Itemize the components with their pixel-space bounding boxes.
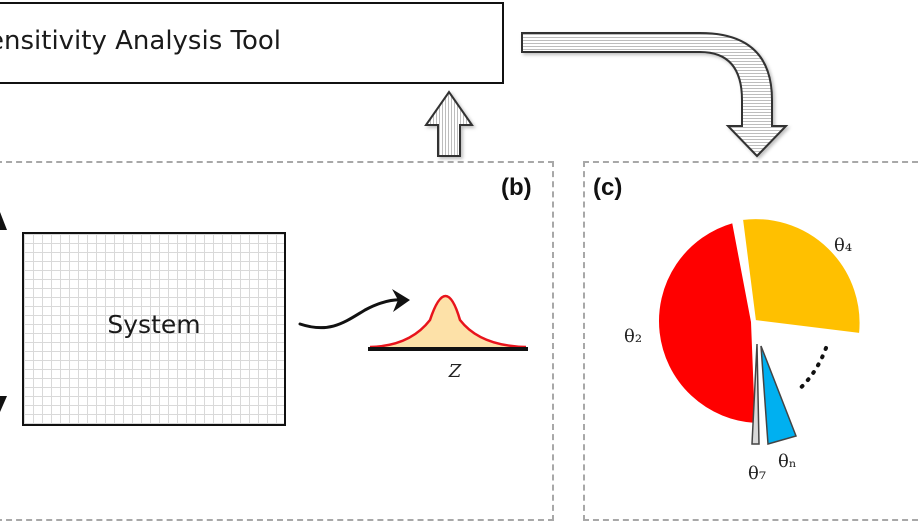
pie-slice-thetan: [760, 345, 797, 445]
label-theta7: θ₇: [748, 463, 766, 484]
left-down-arrow-icon: [0, 396, 7, 412]
label-theta2: θ₂: [624, 326, 642, 347]
arrow-icon: [298, 298, 406, 330]
panel-b-label: (b): [501, 174, 532, 201]
distribution-curve: [369, 295, 527, 349]
system-label: System: [107, 310, 201, 339]
curved-arrow-icon: [521, 32, 789, 158]
sensitivity-tool-box: ensitivity Analysis Tool: [0, 2, 504, 84]
label-thetan: θₙ: [778, 451, 797, 472]
left-up-arrow-icon: [0, 212, 7, 230]
distribution-fill: [370, 296, 526, 348]
more-slices-dots-icon: [794, 346, 828, 394]
pie-slice-theta7: [751, 343, 760, 445]
distribution-variable-label: Z: [448, 361, 462, 382]
system-box: System: [22, 232, 286, 426]
pie-slice-theta4: [740, 217, 862, 336]
panel-c-label: (c): [593, 174, 623, 201]
up-arrow-icon: [424, 90, 474, 157]
arrow-head-icon: [392, 289, 410, 312]
label-theta4: θ₄: [834, 235, 852, 256]
pie-slice-theta2: [657, 220, 758, 426]
tool-title: ensitivity Analysis Tool: [0, 26, 282, 56]
